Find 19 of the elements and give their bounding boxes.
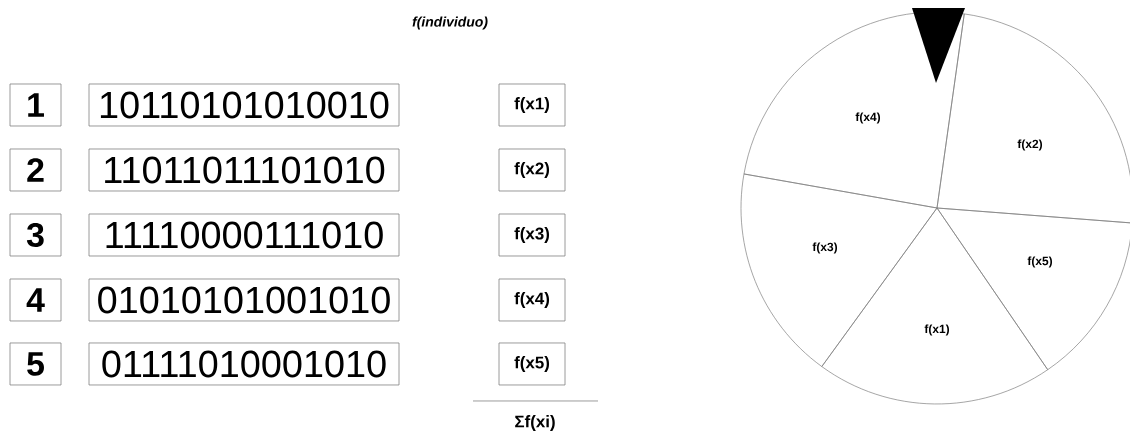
bit-string-box: 10110101010010: [88, 83, 400, 127]
bit-string-box: 11110000111010: [88, 213, 400, 257]
bit-string-box: 01010101001010: [88, 278, 400, 322]
number-box: 3: [9, 213, 62, 257]
fitness-box: f(x4): [498, 278, 566, 322]
number-box: 5: [9, 342, 62, 386]
fitness-box: f(x2): [498, 148, 566, 192]
number-box: 2: [9, 148, 62, 192]
fitness-box: f(x5): [498, 342, 566, 386]
number-box: 4: [9, 278, 62, 322]
wheel-slice: f(x2): [936, 13, 1130, 224]
bit-string-box: 11011011101010: [88, 148, 400, 192]
sum-label: Σf(xi): [515, 415, 555, 431]
title: f(individuo): [412, 16, 488, 30]
fitness-box: f(x1): [498, 83, 566, 127]
number-box: 1: [9, 83, 62, 127]
fitness-box: f(x3): [498, 213, 566, 257]
wheel-slice: f(x4): [743, 11, 965, 209]
bit-string-box: 01111010001010: [88, 342, 400, 386]
